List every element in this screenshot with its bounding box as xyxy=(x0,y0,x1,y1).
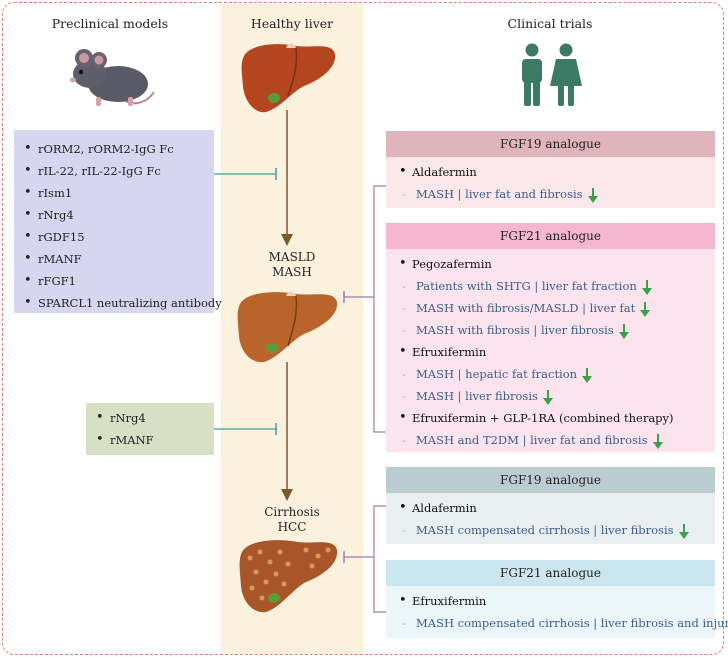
outcome-text: MASH and T2DM | liver fat and fibrosis xyxy=(416,433,648,447)
trial-group-3-header: FGF19 analogue xyxy=(386,467,715,493)
down-arrow-icon xyxy=(542,389,553,405)
healthy-liver-icon xyxy=(241,43,336,113)
outcome-text: MASH | liver fibrosis xyxy=(416,389,538,403)
cirrhosis-label-line2: HCC xyxy=(277,520,307,534)
trial-group-2-body: Pegozafermin Patients with SHTG | liver … xyxy=(386,249,715,452)
preclinical-item: rNrg4 xyxy=(20,204,208,226)
down-arrow-icon xyxy=(652,433,663,449)
preclinical-header: Preclinical models xyxy=(51,16,169,31)
outcome-row: MASH compensated cirrhosis | liver fibro… xyxy=(394,519,707,541)
outcome-row: MASH | liver fat and fibrosis xyxy=(394,183,707,205)
people-icon xyxy=(522,43,582,106)
clinical-header: Clinical trials xyxy=(507,16,593,31)
down-arrow-icon xyxy=(678,523,689,539)
preclinical-item: rNrg4 xyxy=(92,407,208,429)
preclinical-item: rMANF xyxy=(92,429,208,451)
trial-group-2-header: FGF21 analogue xyxy=(386,223,715,249)
trial-group-1-body: Aldafermin MASH | liver fat and fibrosis xyxy=(386,157,715,208)
down-arrow-icon xyxy=(587,187,598,203)
masld-label: MASLD MASH xyxy=(221,250,363,280)
trial-group-4-header: FGF21 analogue xyxy=(386,560,715,586)
preclinical-box-cirrhosis: rNrg4rMANF xyxy=(86,403,214,455)
masld-label-line2: MASH xyxy=(272,265,312,279)
preclinical-item: SPARCL1 neutralizing antibody xyxy=(20,292,222,314)
outcome-row: MASH | liver fibrosis xyxy=(394,385,707,407)
preclinical-box-masld: rORM2, rORM2-IgG FcrIL-22, rIL-22-IgG Fc… xyxy=(14,130,222,314)
outcome-row: MASH and T2DM | liver fat and fibrosis xyxy=(394,429,707,451)
cirrhosis-liver-icon xyxy=(239,540,338,613)
outcome-text: MASH compensated cirrhosis | liver fibro… xyxy=(416,523,674,537)
outcome-row: MASH | hepatic fat fraction xyxy=(394,363,707,385)
drug-efruxifermin: Efruxifermin xyxy=(394,341,707,363)
outcome-text: MASH with fibrosis/MASLD | liver fat xyxy=(416,301,636,315)
drug-aldafermin: Aldafermin xyxy=(394,161,707,183)
outcome-row: MASH compensated cirrhosis | liver fibro… xyxy=(394,612,728,634)
masld-label-line1: MASLD xyxy=(268,250,316,264)
outcome-row: Patients with SHTG | liver fat fraction xyxy=(394,275,707,297)
mouse-icon xyxy=(70,49,155,106)
preclinical-item: rORM2, rORM2-IgG Fc xyxy=(20,138,208,160)
outcome-text: Patients with SHTG | liver fat fraction xyxy=(416,279,637,293)
drug-efruxifermin: Efruxifermin xyxy=(394,590,707,612)
down-arrow-icon xyxy=(618,323,629,339)
masld-liver-icon xyxy=(237,291,338,363)
down-arrow-icon xyxy=(582,367,593,383)
preclinical-item: rMANF xyxy=(20,248,208,270)
cirrhosis-label: Cirrhosis HCC xyxy=(221,505,363,535)
bracket-top xyxy=(344,185,386,433)
cirrhosis-label-line1: Cirrhosis xyxy=(264,505,320,519)
bracket-bottom xyxy=(344,505,386,613)
outcome-text: MASH | liver fat and fibrosis xyxy=(416,187,583,201)
outcome-text: MASH | hepatic fat fraction xyxy=(416,367,578,381)
down-arrow-icon xyxy=(640,301,651,317)
down-arrow-icon xyxy=(641,279,652,295)
drug-pegozafermin: Pegozafermin xyxy=(394,253,707,275)
preclinical-item: rGDF15 xyxy=(20,226,208,248)
outcome-row: MASH with fibrosis | liver fibrosis xyxy=(394,319,707,341)
trial-group-1-header: FGF19 analogue xyxy=(386,131,715,157)
drug-aldafermin: Aldafermin xyxy=(394,497,707,519)
preclinical-item: rIL-22, rIL-22-IgG Fc xyxy=(20,160,208,182)
outcome-text: MASH with fibrosis | liver fibrosis xyxy=(416,323,614,337)
drug-efruxifermin-glp1ra: Efruxifermin + GLP-1RA (combined therapy… xyxy=(394,407,707,429)
outcome-row: MASH with fibrosis/MASLD | liver fat xyxy=(394,297,707,319)
trial-group-3-body: Aldafermin MASH compensated cirrhosis | … xyxy=(386,493,715,544)
healthy-liver-header: Healthy liver xyxy=(250,16,334,31)
trial-group-4-body: Efruxifermin MASH compensated cirrhosis … xyxy=(386,586,728,638)
preclinical-item: rIsm1 xyxy=(20,182,208,204)
outcome-text: MASH compensated cirrhosis | liver fibro… xyxy=(416,616,728,630)
preclinical-item: rFGF1 xyxy=(20,270,208,292)
